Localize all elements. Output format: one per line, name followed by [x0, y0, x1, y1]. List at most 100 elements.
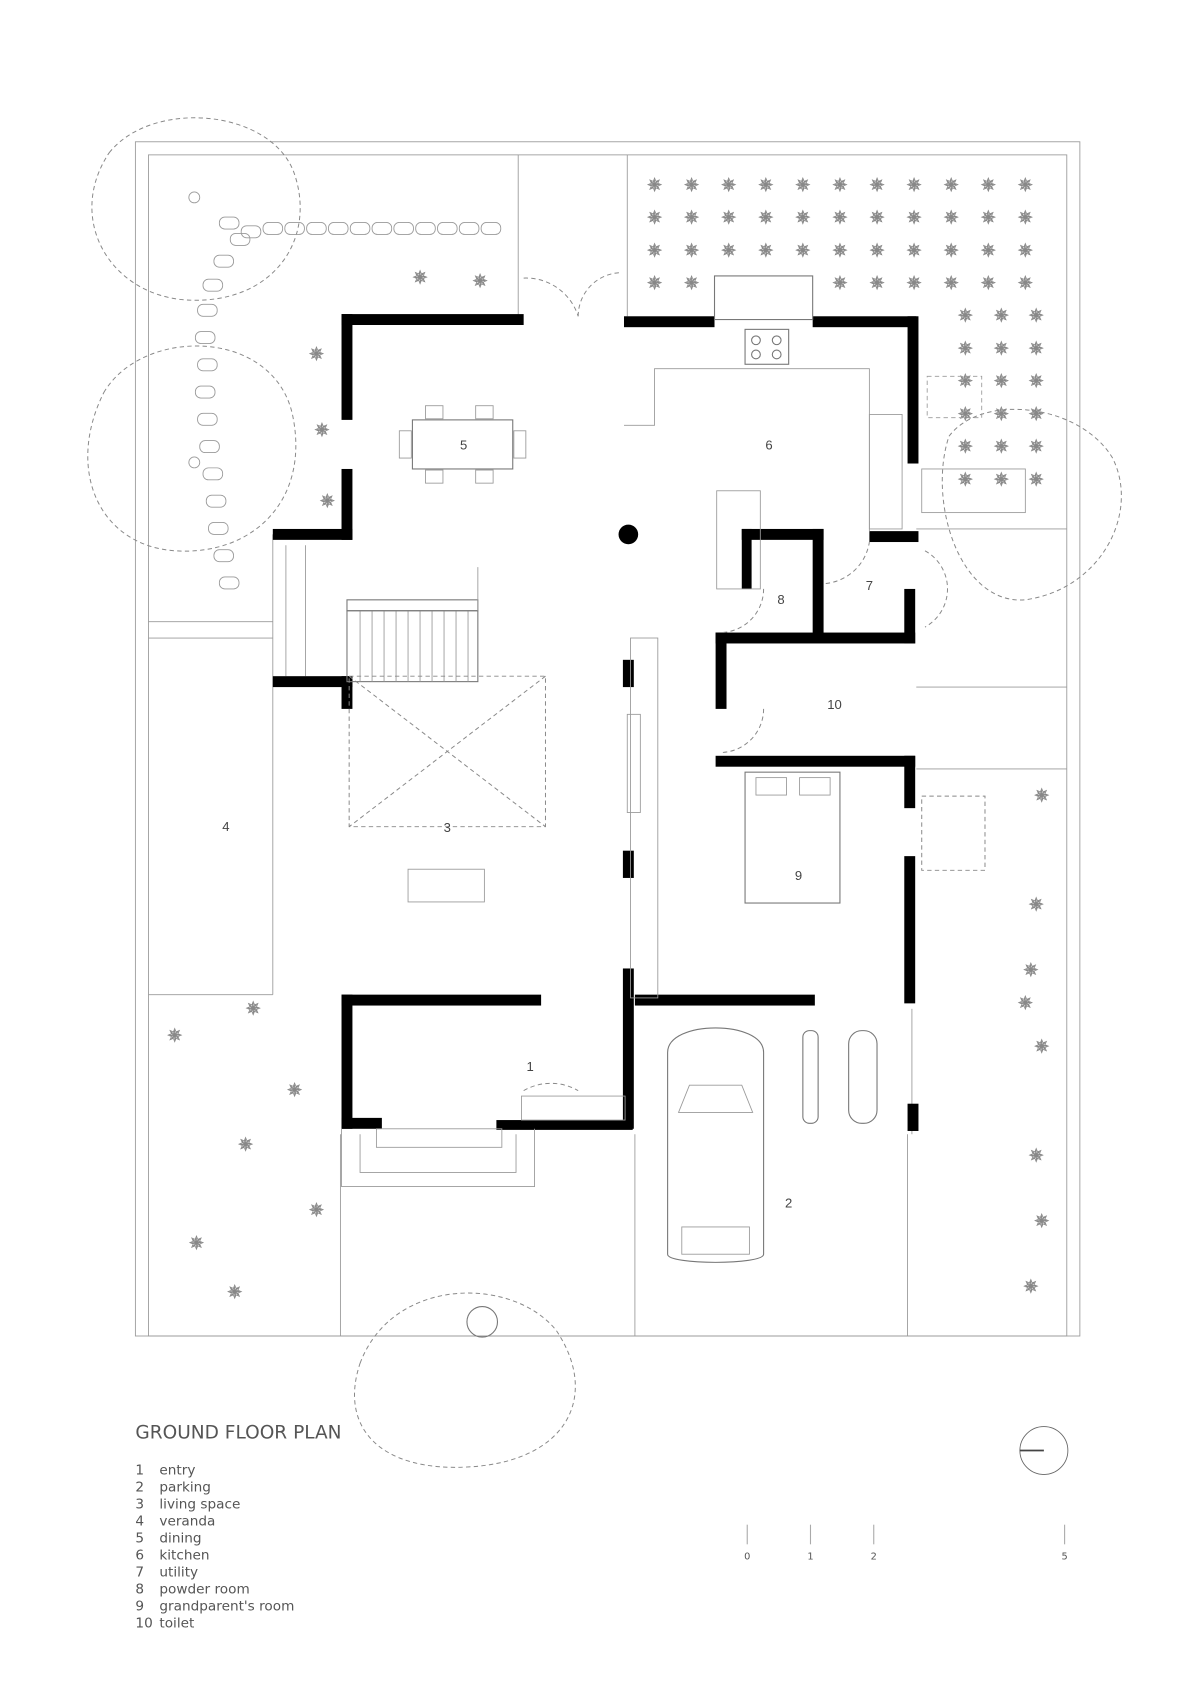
plant-icon: ✵: [944, 208, 959, 228]
plant-icon: ✵: [721, 175, 736, 195]
stepping-stone: [213, 549, 234, 563]
legend-number: 9: [135, 1599, 144, 1615]
bed: [744, 771, 841, 904]
plant-icon: ✵: [320, 491, 335, 511]
legend-room-name: parking: [159, 1480, 211, 1496]
legend-number: 1: [135, 1463, 144, 1479]
plant-icon: ✵: [238, 1135, 253, 1155]
plant-icon: ✵: [994, 404, 1009, 424]
plant-icon: ✵: [758, 240, 773, 260]
stepping-stone: [349, 222, 371, 235]
stepping-stone: [218, 216, 240, 230]
site-boundary: [134, 141, 1081, 1337]
plant-icon: ✵: [994, 469, 1009, 489]
stepping-stone: [393, 222, 414, 235]
plant-icon: ✵: [189, 1233, 204, 1253]
plant-icon: ✵: [1029, 469, 1044, 489]
plant-icon: ✵: [1034, 1211, 1049, 1231]
plant-icon: ✵: [944, 175, 959, 195]
legend-room-name: kitchen: [159, 1548, 209, 1564]
plant-icon: ✵: [870, 273, 885, 293]
legend-room-name: veranda: [159, 1514, 215, 1530]
stepping-stone: [213, 254, 234, 268]
room-labels: 1 2 3 4 5 6 7 8 9 10: [222, 437, 873, 1210]
plant-icon: ✵: [647, 240, 662, 260]
plant-icon: ✵: [1018, 993, 1033, 1013]
legend-number: 4: [135, 1514, 144, 1530]
plant-icon: ✵: [413, 268, 428, 288]
furniture: [341, 272, 1026, 1263]
plant-icon: ✵: [758, 208, 773, 228]
room-label-grandparent: 9: [795, 868, 802, 883]
room-label-veranda: 4: [222, 819, 229, 834]
plant-icon: ✵: [1029, 1146, 1044, 1166]
plant-icon: ✵: [994, 371, 1009, 391]
scale-tick-1: 1: [807, 1552, 813, 1563]
plant-icon: ✵: [684, 175, 699, 195]
plant-icon: ✵: [721, 208, 736, 228]
legend-room-name: dining: [159, 1531, 201, 1547]
plant-icon: ✵: [796, 175, 811, 195]
legend-number: 3: [135, 1497, 144, 1513]
plant-icon: ✵: [944, 273, 959, 293]
stepping-stone: [199, 440, 220, 454]
legend-room-name: utility: [159, 1565, 198, 1581]
stepping-stone: [194, 385, 216, 399]
plant-icon: ✵: [1029, 437, 1044, 457]
plant-icon: ✵: [958, 306, 973, 326]
stepping-stone: [194, 331, 216, 344]
plant-icon: ✵: [309, 344, 324, 364]
stepping-stone: [205, 494, 227, 508]
north-arrow-icon: [1019, 1426, 1069, 1475]
stepping-stone: [202, 278, 224, 292]
plant-icon: ✵: [647, 208, 662, 228]
plant-icon: ✵: [833, 175, 848, 195]
plant-icon: ✵: [1023, 960, 1038, 980]
plant-icon: ✵: [958, 338, 973, 358]
plant-icon: ✵: [994, 338, 1009, 358]
plant-icon: ✵: [796, 240, 811, 260]
plant-icon: ✵: [227, 1282, 242, 1302]
plant-grid: ✵ ✵ ✵ ✵ ✵ ✵ ✵ ✵ ✵ ✵ ✵ ✵ ✵ ✵ ✵ ✵ ✵ ✵ ✵ ✵ ✵ ✵ ✵ ✵ ✵ ✵ ✵ ✵ ✵ ✵ ✵ ✵ ✵ ✵ ✵ ✵ ✵ ✵ ✵ ✵…: [167, 174, 1049, 1302]
stepping-stone: [328, 222, 349, 235]
stepping-stone: [371, 222, 393, 235]
legend-room-name: entry: [159, 1463, 195, 1479]
plant-icon: ✵: [994, 306, 1009, 326]
plant-icon: ✵: [870, 240, 885, 260]
legend-room-name: powder room: [159, 1582, 249, 1598]
scale-tick-2: 2: [871, 1552, 877, 1563]
plant-icon: ✵: [684, 240, 699, 260]
plant-icon: ✵: [315, 420, 330, 440]
scale-bar: 0 1 2 5: [744, 1524, 1068, 1563]
room-label-kitchen: 6: [765, 437, 772, 452]
room-label-entry: 1: [527, 1059, 534, 1074]
plant-icon: ✵: [1018, 208, 1033, 228]
plant-icon: ✵: [309, 1200, 324, 1220]
plant-icon: ✵: [1018, 175, 1033, 195]
plant-icon: ✵: [994, 437, 1009, 457]
stepping-stone: [197, 358, 218, 372]
plant-icon: ✵: [1034, 786, 1049, 806]
stepping-stone: [202, 467, 224, 481]
plant-icon: ✵: [246, 998, 261, 1018]
room-label-powder: 8: [777, 592, 784, 607]
plant-icon: ✵: [870, 208, 885, 228]
stepping-stone: [240, 225, 262, 239]
plant-icon: ✵: [833, 208, 848, 228]
stepping-stones: [194, 216, 502, 590]
stepping-stone: [197, 303, 218, 317]
plant-icon: ✵: [1018, 240, 1033, 260]
plant-icon: ✵: [958, 404, 973, 424]
plant-icon: ✵: [907, 175, 922, 195]
plant-icon: ✵: [958, 371, 973, 391]
motorcycle-icon: [802, 1030, 819, 1124]
stepping-stone: [458, 222, 480, 235]
legend-number: 2: [135, 1480, 144, 1496]
plant-icon: ✵: [1018, 273, 1033, 293]
plant-icon: ✵: [473, 271, 488, 291]
plant-icon: ✵: [1023, 1276, 1038, 1296]
stepping-stone: [208, 521, 229, 535]
plant-icon: ✵: [647, 273, 662, 293]
plant-icon: ✵: [684, 273, 699, 293]
